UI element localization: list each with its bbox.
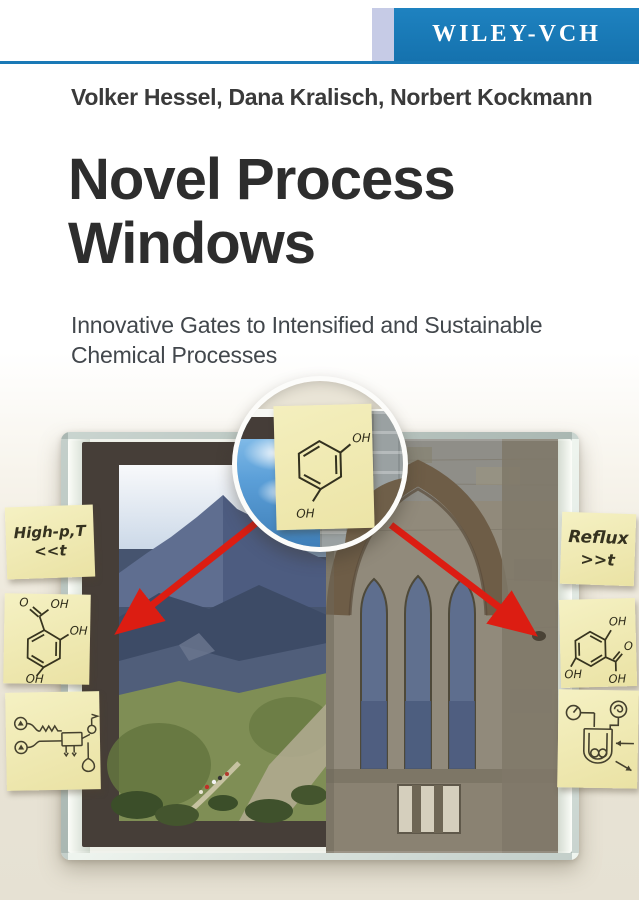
molecule-label: OH (296, 506, 315, 520)
molecule-label: OH (50, 597, 68, 611)
note-text: <<t (33, 541, 67, 561)
sticky-note-right-molecule: OH O OH OH (558, 598, 638, 688)
molecule-label: O (624, 639, 633, 653)
molecule-label: OH (608, 671, 626, 685)
sticky-note-batch-sketch (557, 689, 639, 789)
authors-line: Volker Hessel, Dana Kralisch, Norbert Ko… (71, 84, 593, 110)
batch-reactor-sketch (565, 700, 634, 772)
molecule-label: OH (609, 614, 627, 628)
publisher-logo: WILEY-VCH (394, 8, 639, 61)
molecule-label: OH (26, 672, 44, 685)
molecule-label: OH (352, 431, 371, 445)
note-text: >>t (580, 549, 616, 570)
brand-accent-stripe (372, 8, 394, 61)
dihydroxybenzoic-acid-structure: O OH OH OH (19, 595, 88, 685)
sticky-note-high-pt: High-p,T <<t (4, 504, 96, 580)
header-rule (0, 61, 639, 64)
molecule-label: OH (564, 667, 582, 681)
sticky-note-reflux: Reflux >>t (559, 511, 637, 587)
note-text: High-p,T (13, 522, 86, 543)
book-subtitle: Innovative Gates to Intensified and Sust… (71, 310, 543, 370)
sticky-note-left-molecule: O OH OH OH (3, 593, 91, 685)
magnifier-lens: OH OH (232, 376, 408, 552)
molecule-label: O (19, 595, 28, 609)
sticky-note-flow-sketch (5, 691, 101, 791)
resorcinol-structure: OH OH (296, 431, 371, 521)
title-line-1: Novel Process (68, 147, 456, 212)
title-line-2: Windows (68, 211, 316, 276)
subtitle-line-1: Innovative Gates to Intensified and Sust… (71, 312, 543, 338)
dihydroxybenzoic-acid-structure: OH O OH OH (564, 614, 633, 686)
subtitle-line-2: Chemical Processes (71, 342, 278, 368)
flow-reactor-sketch (13, 713, 100, 773)
magnifier-sticky-note: OH OH (273, 403, 375, 531)
publisher-logo-text: WILEY-VCH (432, 21, 601, 47)
molecule-label: OH (70, 624, 88, 638)
note-text: Reflux (567, 527, 629, 550)
book-title: Novel Process Windows (68, 147, 456, 276)
